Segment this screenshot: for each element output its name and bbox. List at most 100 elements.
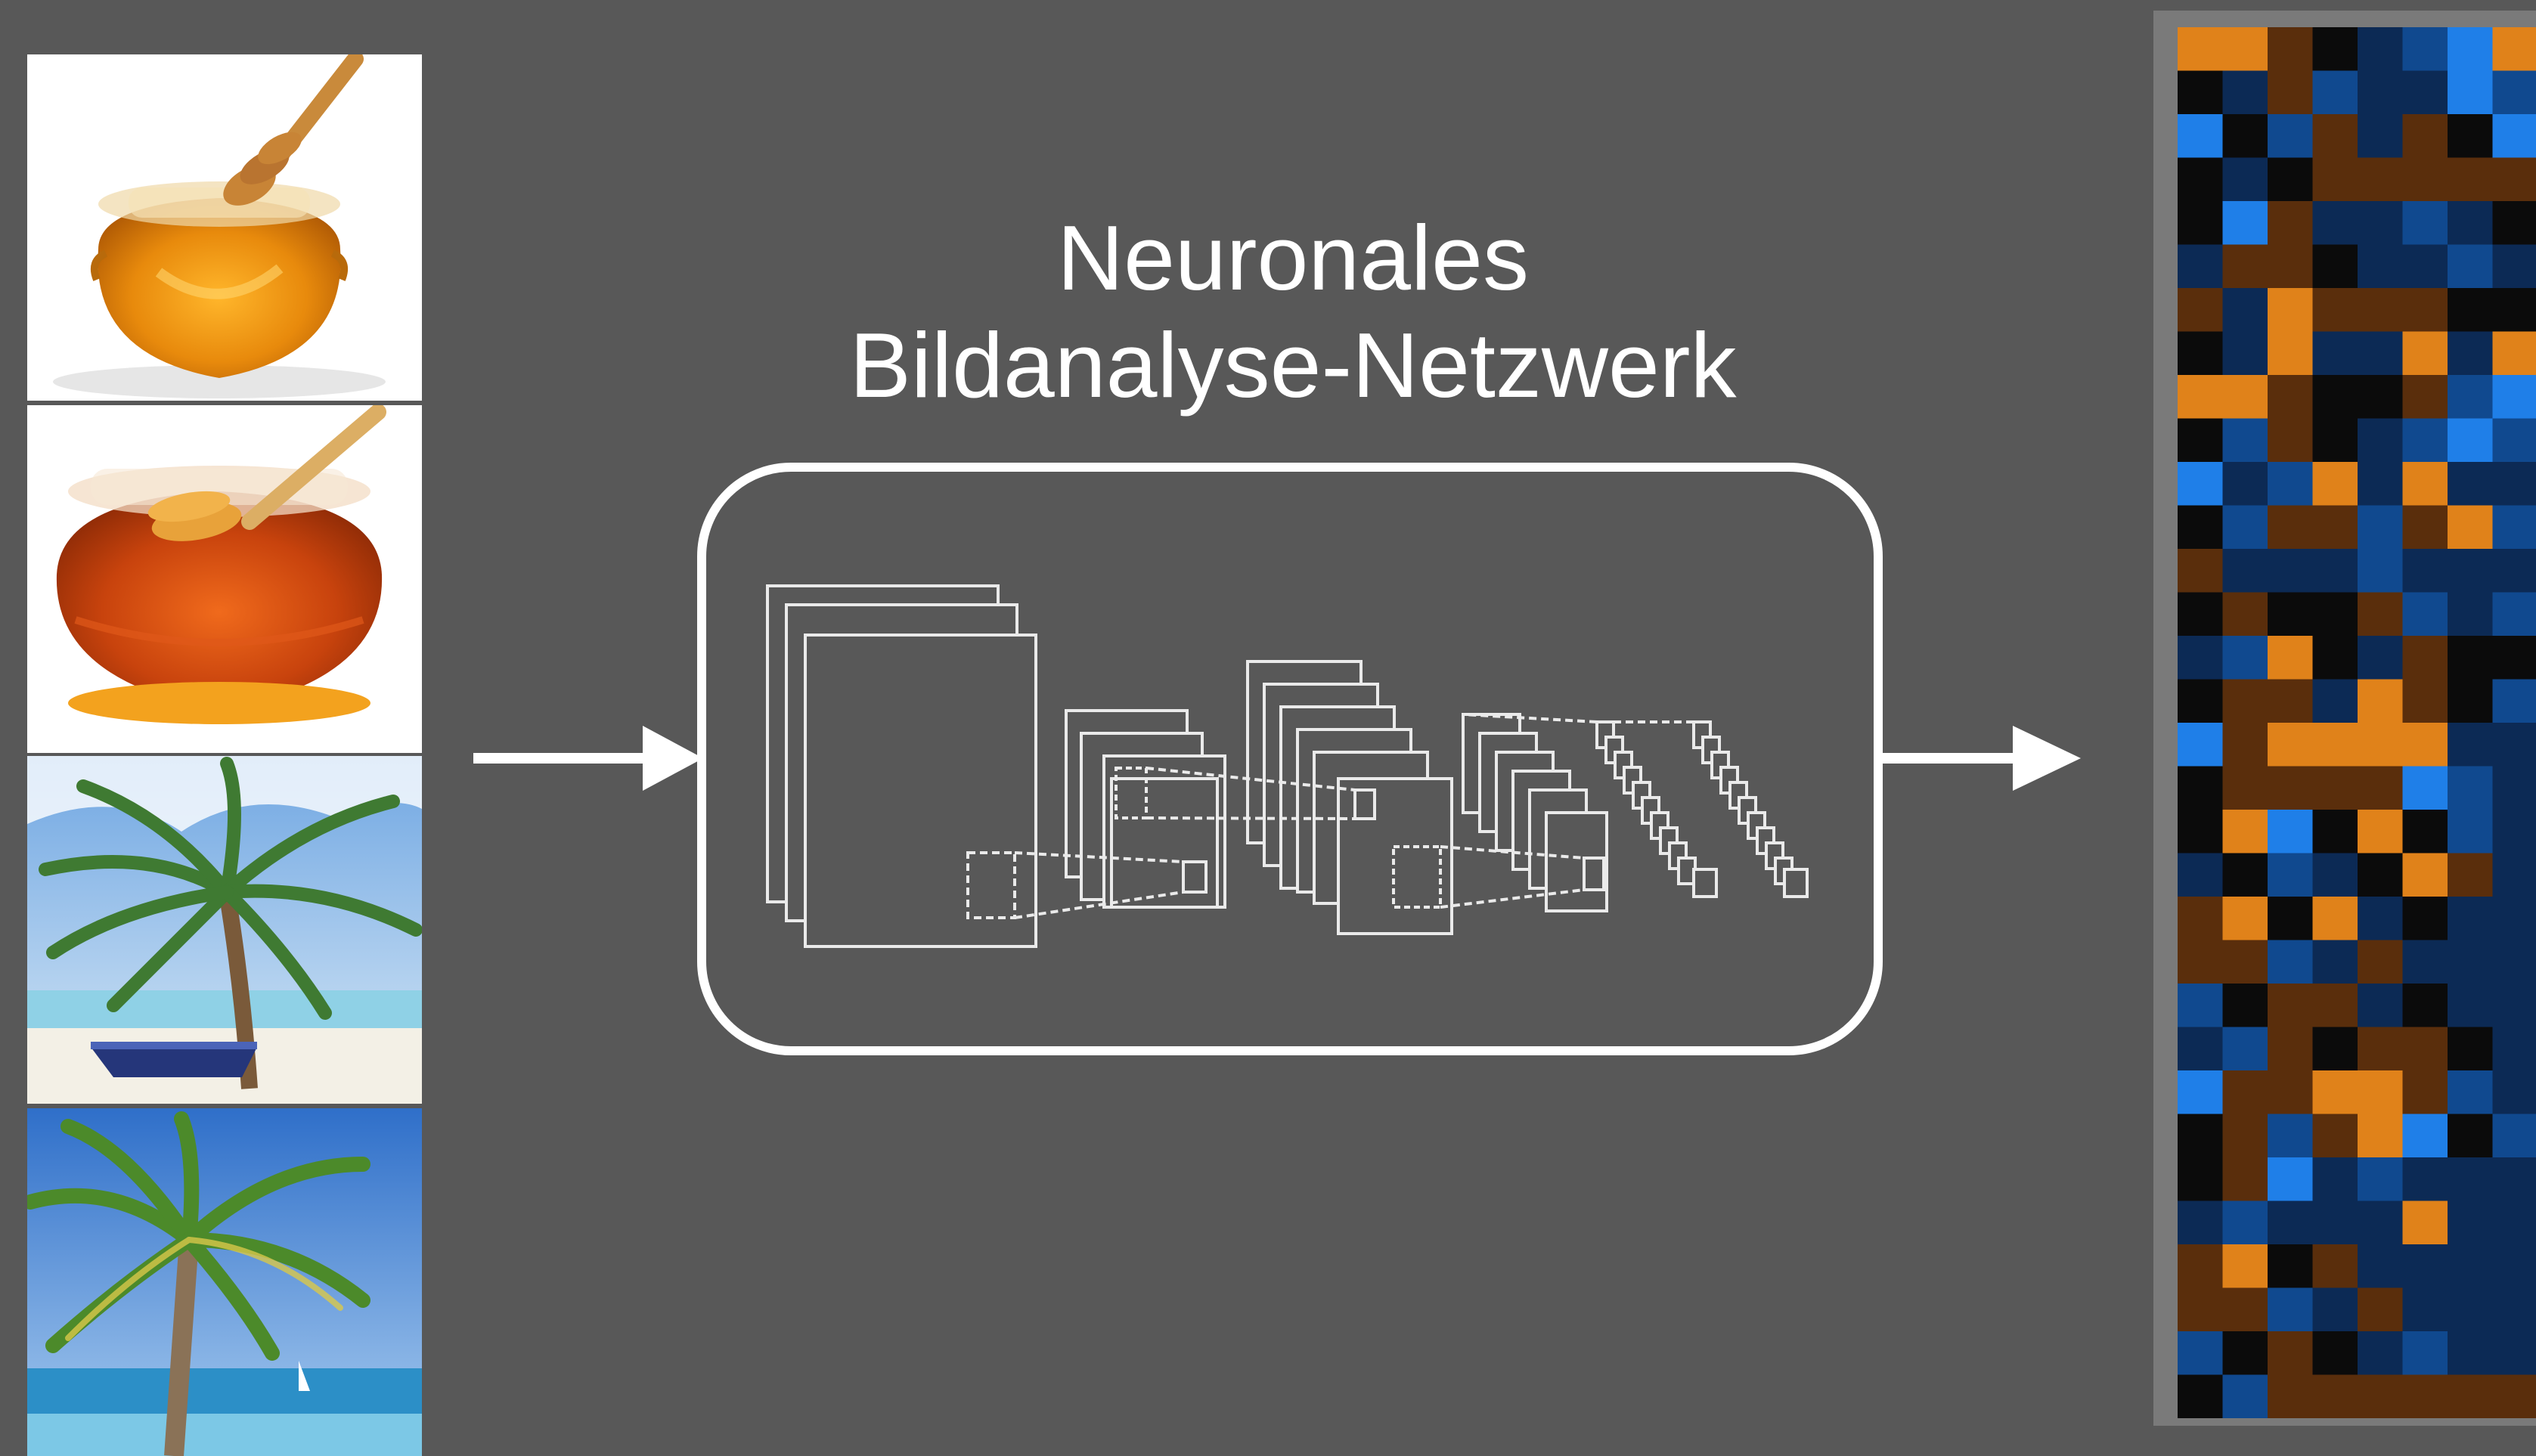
feature-cell [2448, 679, 2493, 723]
feature-cell [2448, 592, 2493, 636]
feature-cell [2268, 1027, 2313, 1070]
feature-cell [2268, 462, 2313, 506]
conv-layer-4-icon [1462, 713, 1608, 912]
feature-cell [2312, 592, 2358, 636]
feature-cell [2268, 1157, 2313, 1201]
feature-cell [2178, 288, 2223, 332]
feature-cell [2448, 1114, 2493, 1157]
feature-cell [2178, 984, 2223, 1027]
feature-cell [2178, 549, 2223, 593]
feature-cell [2178, 505, 2223, 549]
feature-cell [2358, 549, 2403, 593]
feature-cell [2402, 810, 2448, 853]
feature-cell [2178, 201, 2223, 245]
feature-cell [2492, 418, 2536, 462]
feature-cell [2268, 418, 2313, 462]
feature-cell [2178, 27, 2223, 71]
feature-cell [2178, 766, 2223, 810]
feature-cell [2402, 897, 2448, 940]
feature-cell [2222, 723, 2268, 767]
feature-cell [2402, 1374, 2448, 1418]
feature-cell [2268, 331, 2313, 375]
feature-cell [2448, 418, 2493, 462]
feature-cell [2312, 897, 2358, 940]
feature-cell [2358, 27, 2403, 71]
feature-cell [2268, 375, 2313, 419]
feature-cell [2358, 244, 2403, 288]
input-arrow [473, 726, 703, 791]
dense-layer-1-icon [1595, 720, 1718, 898]
palm-tree-image-2 [27, 1108, 422, 1456]
feature-cell [2492, 1200, 2536, 1244]
feature-cell [2178, 897, 2223, 940]
feature-cell [2178, 636, 2223, 680]
feature-cell [2448, 114, 2493, 158]
cnn-layers-icon [766, 584, 1809, 948]
feature-cell [2178, 810, 2223, 853]
feature-cell [2402, 1157, 2448, 1201]
feature-cell [2492, 1287, 2536, 1331]
feature-cell [2492, 679, 2536, 723]
feature-cell [2178, 244, 2223, 288]
feature-cell [2222, 592, 2268, 636]
feature-cell [2268, 505, 2313, 549]
feature-cell [2492, 1331, 2536, 1375]
feature-cell [2222, 375, 2268, 419]
network-title-line-1: Neuronales [1057, 206, 1529, 309]
feature-cell [2358, 679, 2403, 723]
feature-cell [2358, 288, 2403, 332]
feature-cell [2402, 1287, 2448, 1331]
feature-cell [2492, 984, 2536, 1027]
feature-cell [2222, 505, 2268, 549]
feature-cell [2402, 27, 2448, 71]
feature-cell [2358, 810, 2403, 853]
feature-cell [2448, 157, 2493, 201]
feature-cell [2178, 331, 2223, 375]
feature-cell [2358, 636, 2403, 680]
feature-cell [2312, 810, 2358, 853]
feature-cell [2358, 592, 2403, 636]
feature-cell [2312, 1114, 2358, 1157]
feature-cell [2178, 1244, 2223, 1288]
feature-cell [2358, 418, 2403, 462]
network-title-line-2: Bildanalyse-Netzwerk [849, 314, 1737, 417]
feature-cell [2268, 1244, 2313, 1288]
feature-cell [2402, 375, 2448, 419]
feature-cell [2358, 984, 2403, 1027]
feature-cell [2448, 201, 2493, 245]
feature-cell [2222, 157, 2268, 201]
feature-cell [2358, 1114, 2403, 1157]
feature-cell [2222, 1374, 2268, 1418]
feature-cell [2358, 766, 2403, 810]
network-box [697, 463, 1883, 1055]
feature-cell [2492, 375, 2536, 419]
feature-cell [2358, 70, 2403, 114]
feature-cell [2448, 244, 2493, 288]
feature-cell [2312, 1200, 2358, 1244]
feature-cell [2448, 1331, 2493, 1375]
feature-cell [2268, 679, 2313, 723]
feature-cell [2222, 897, 2268, 940]
feature-cell [2358, 853, 2403, 897]
feature-cell [2402, 853, 2448, 897]
network-title: Neuronales Bildanalyse-Netzwerk [756, 204, 1830, 419]
feature-cell [2178, 157, 2223, 201]
feature-cell [2178, 940, 2223, 984]
feature-cell [2222, 1157, 2268, 1201]
feature-cell [2268, 1200, 2313, 1244]
feature-cell [2448, 766, 2493, 810]
feature-cell [2222, 70, 2268, 114]
feature-cell [2312, 984, 2358, 1027]
feature-cell [2222, 1244, 2268, 1288]
feature-cell [2358, 1244, 2403, 1288]
feature-cell [2312, 723, 2358, 767]
feature-cell [2358, 375, 2403, 419]
feature-cell [2358, 1331, 2403, 1375]
feature-cell [2222, 1027, 2268, 1070]
feature-cell [2312, 375, 2358, 419]
feature-cell [2312, 549, 2358, 593]
feature-cell [2448, 27, 2493, 71]
feature-cell [2492, 1374, 2536, 1418]
honey-jar-image-1 [27, 54, 422, 401]
feature-cell [2402, 723, 2448, 767]
